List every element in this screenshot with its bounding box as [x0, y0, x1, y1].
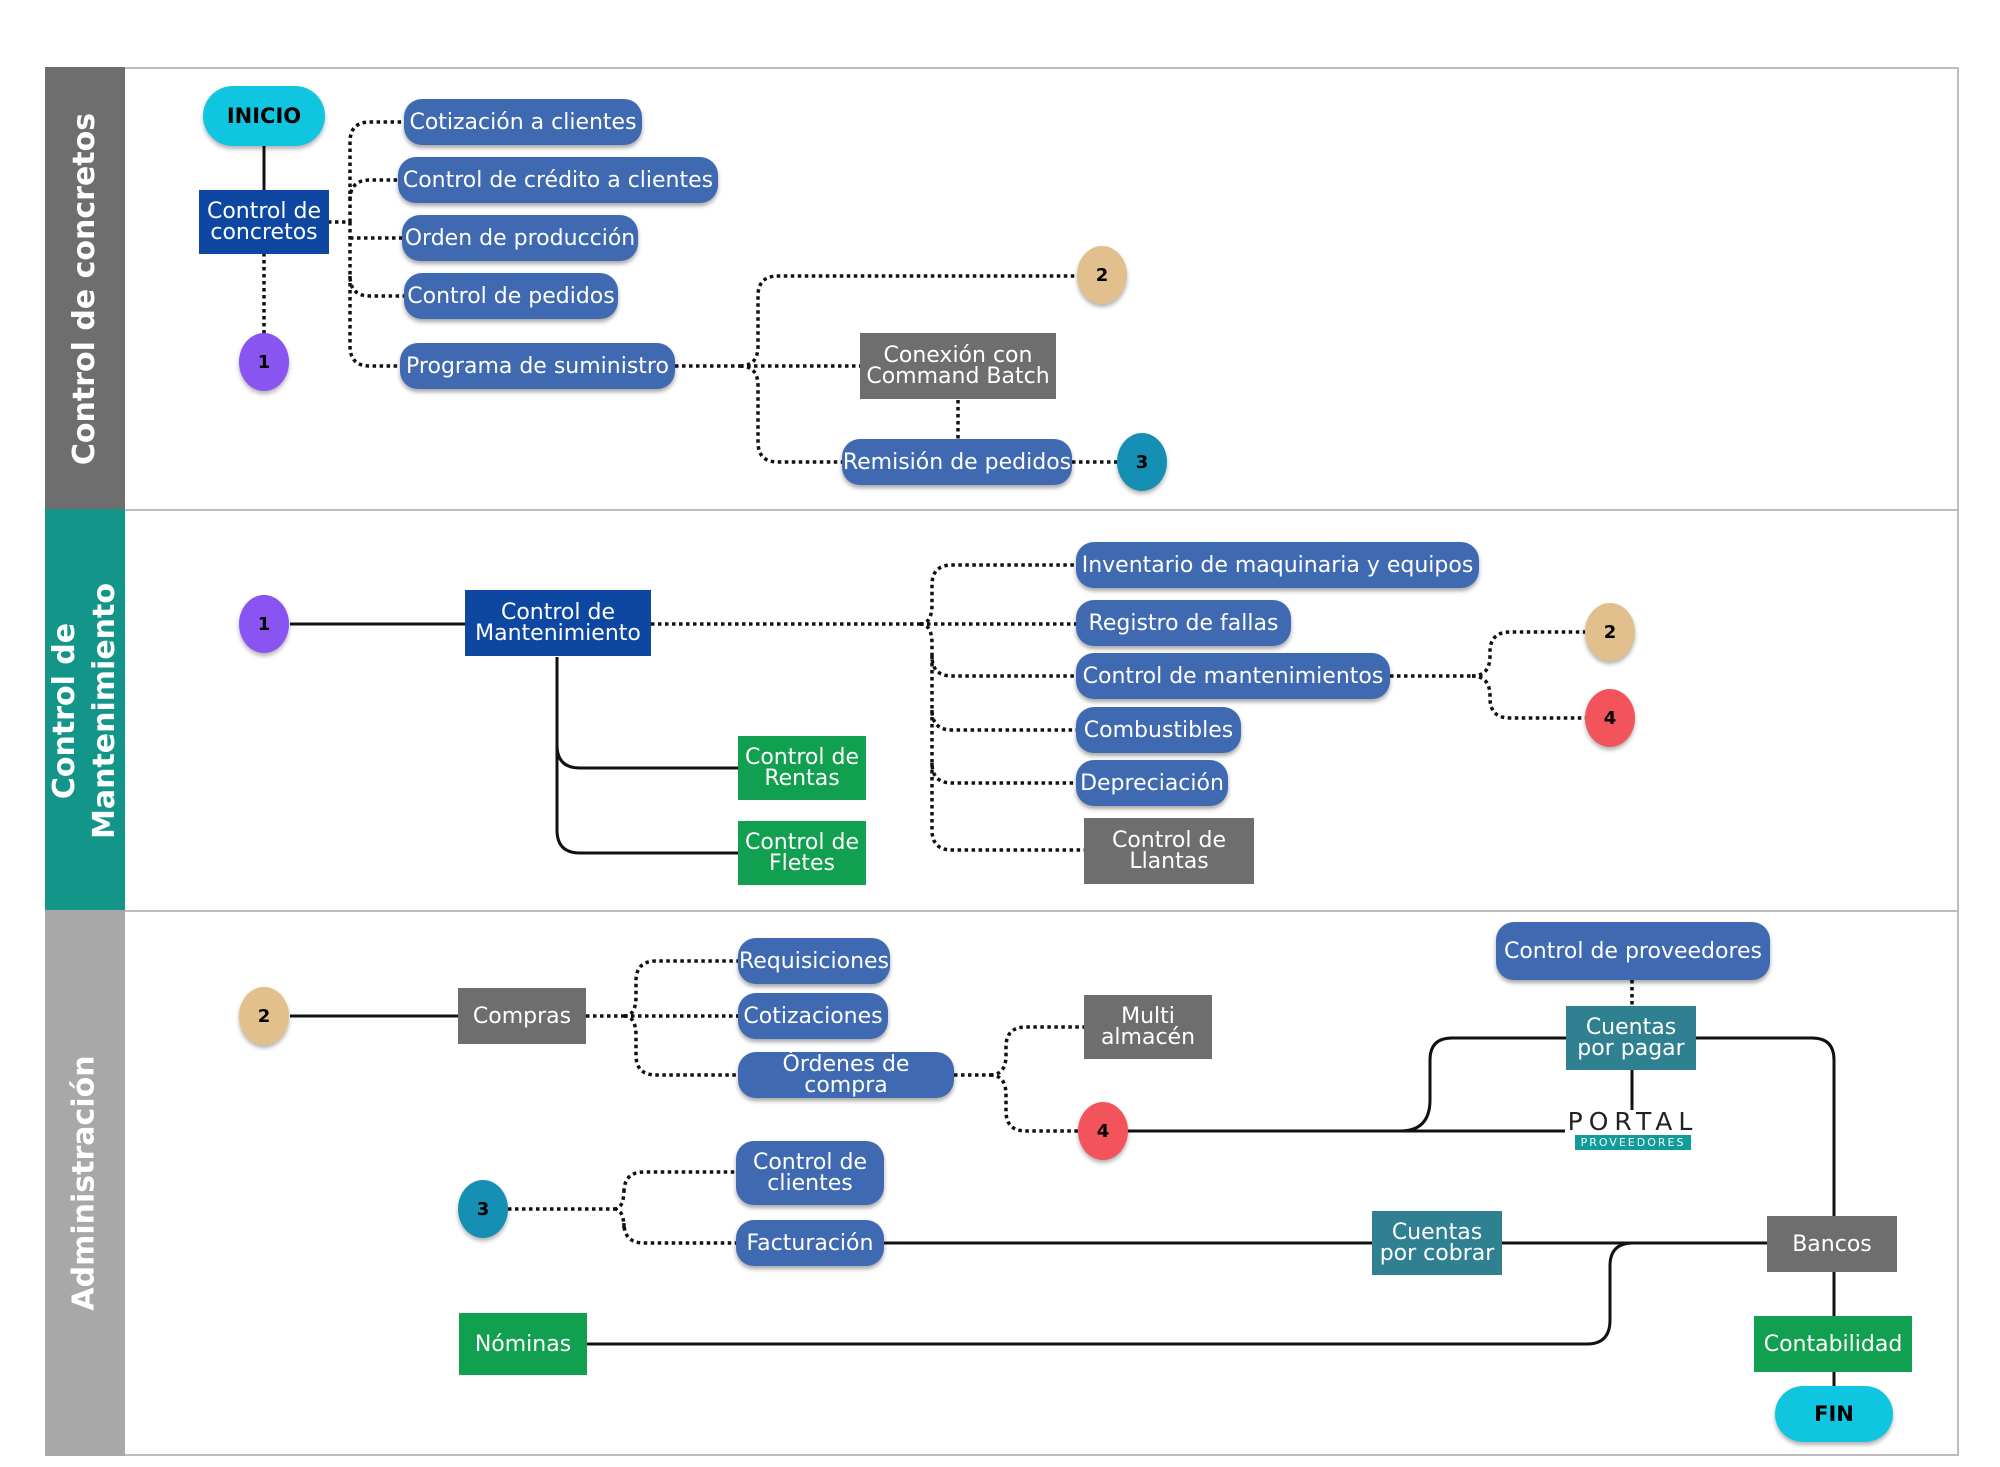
- lane-label-mantenimiento: Control de Mantenimiento: [45, 509, 125, 912]
- lane-concretos: [45, 67, 1959, 511]
- cuentas-pagar-box: Cuentas por pagar: [1566, 1006, 1696, 1070]
- control-pedidos-pill: Control de pedidos: [404, 273, 618, 319]
- line-cxp-bancos: [1696, 1036, 1836, 1218]
- control-clientes-pill: Control de clientes: [736, 1141, 884, 1205]
- connector-3-bottom: 3: [458, 1180, 508, 1238]
- control-credito-pill: Control de crédito a clientes: [398, 157, 718, 203]
- control-concretos-box: Control de concretos: [199, 190, 329, 254]
- dot-branch-clientes: [613, 1170, 736, 1211]
- line-mant-fletes: [555, 745, 738, 855]
- dot-branch-multi: [989, 1025, 1084, 1077]
- lane-label-concretos: Control de concretos: [45, 67, 125, 511]
- connector-2-top: 2: [1077, 246, 1127, 304]
- connector-4-bottom: 4: [1078, 1102, 1128, 1160]
- line-c4-cxp: [1399, 1036, 1566, 1133]
- dot-branch-c2: [739, 274, 1080, 368]
- remision-pedidos-pill: Remisión de pedidos: [842, 439, 1072, 485]
- control-proveedores-pill: Control de proveedores: [1496, 922, 1770, 980]
- cuentas-cobrar-box: Cuentas por cobrar: [1372, 1211, 1502, 1275]
- connector-1-mid: 1: [239, 595, 289, 653]
- line-nominas-bancos: [587, 1241, 1634, 1346]
- connector-4-mid: 4: [1585, 689, 1635, 747]
- lane-label-administracion: Administración: [45, 910, 125, 1456]
- dot-branch-depreciacion: [930, 710, 1076, 785]
- portal-proveedores-logo: PORTAL PROVEEDORES: [1563, 1109, 1703, 1150]
- requisiciones-pill: Requisiciones: [738, 938, 890, 984]
- dot-branch-combustibles: [930, 656, 1076, 732]
- control-fletes-box: Control de Fletes: [738, 821, 866, 885]
- dot-branch-mantenimientos: [919, 622, 1076, 678]
- dot-branch-c4: [1471, 674, 1586, 720]
- dot-branch-credito: [348, 178, 398, 201]
- cotizacion-clientes-pill: Cotización a clientes: [404, 99, 642, 145]
- multi-almacen-box: Multi almacén: [1084, 995, 1212, 1059]
- dot-branch-c2b: [1471, 630, 1586, 678]
- dot-branch-requisiciones: [623, 959, 738, 1018]
- nominas-box: Nóminas: [459, 1313, 587, 1375]
- dot-branch-c4b: [989, 1073, 1080, 1133]
- line-mant-rentas: [555, 657, 738, 770]
- ordenes-compra-pill: Órdenes de compra: [738, 1052, 954, 1098]
- cotizaciones-pill: Cotizaciones: [738, 993, 888, 1039]
- portal-logo-sub: PROVEEDORES: [1574, 1135, 1692, 1150]
- orden-produccion-pill: Orden de producción: [402, 215, 638, 261]
- connector-2-bottom: 2: [239, 987, 289, 1045]
- lane-mantenimiento: [45, 509, 1959, 912]
- dot-branch-inventario: [919, 563, 1076, 626]
- inventario-maquinaria-pill: Inventario de maquinaria y equipos: [1076, 542, 1479, 588]
- combustibles-pill: Combustibles: [1076, 707, 1241, 753]
- dot-branch-facturacion: [613, 1207, 736, 1245]
- lane-administracion: [45, 910, 1959, 1456]
- dot-branch-remision: [739, 364, 842, 464]
- dot-branch-cotizacion: [348, 120, 404, 222]
- connector-2-mid: 2: [1585, 603, 1635, 661]
- dot-branch-ordenes: [623, 1014, 738, 1077]
- inicio-terminal: INICIO: [203, 86, 325, 146]
- dot-branch-llantas: [930, 763, 1084, 852]
- depreciacion-pill: Depreciación: [1076, 760, 1228, 806]
- dot-branch-suministro: [348, 276, 400, 368]
- portal-logo-word: PORTAL: [1567, 1107, 1699, 1136]
- control-llantas-box: Control de Llantas: [1084, 818, 1254, 884]
- programa-suministro-pill: Programa de suministro: [400, 343, 675, 389]
- connector-1-top: 1: [239, 333, 289, 391]
- facturacion-pill: Facturación: [736, 1220, 884, 1266]
- connector-3-top: 3: [1117, 433, 1167, 491]
- control-rentas-box: Control de Rentas: [738, 736, 866, 800]
- control-mantenimiento-box: Control de Mantenimiento: [465, 590, 651, 656]
- registro-fallas-pill: Registro de fallas: [1076, 600, 1291, 646]
- contabilidad-box: Contabilidad: [1754, 1316, 1912, 1372]
- conexion-command-batch-box: Conexión con Command Batch: [860, 333, 1056, 399]
- compras-box: Compras: [458, 988, 586, 1044]
- bancos-box: Bancos: [1767, 1216, 1897, 1272]
- dot-branch-pedidos: [348, 222, 404, 298]
- fin-terminal: FIN: [1775, 1386, 1893, 1442]
- control-mantenimientos-pill: Control de mantenimientos: [1076, 653, 1390, 699]
